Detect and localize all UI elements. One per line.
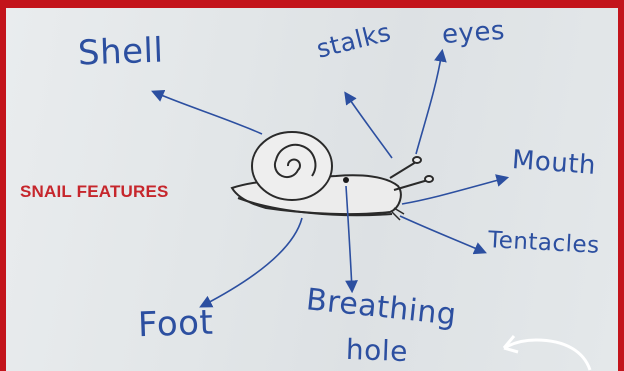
foot-arrow xyxy=(202,218,302,306)
label-breathing-hole-line2: hole xyxy=(345,333,408,368)
upper-stalk xyxy=(390,162,416,178)
label-shell: Shell xyxy=(77,31,164,74)
tentacles-arrow xyxy=(400,216,484,252)
shell-arrow xyxy=(154,92,262,134)
eyes-arrow xyxy=(416,52,442,154)
label-eyes: eyes xyxy=(441,16,506,50)
curved-white-arrow xyxy=(504,340,590,370)
stalks-arrow xyxy=(346,94,392,158)
mouth-arrow xyxy=(402,178,506,204)
diagram-title: SNAIL FEATURES xyxy=(20,182,169,202)
lower-stalk xyxy=(394,180,428,190)
breathing-hole-dot xyxy=(343,177,349,183)
whiteboard: SNAIL FEATURES Shell stalks eyes Mouth T… xyxy=(6,8,618,371)
snail-shell xyxy=(252,132,332,200)
label-mouth: Mouth xyxy=(511,145,597,181)
label-foot: Foot xyxy=(137,303,214,346)
